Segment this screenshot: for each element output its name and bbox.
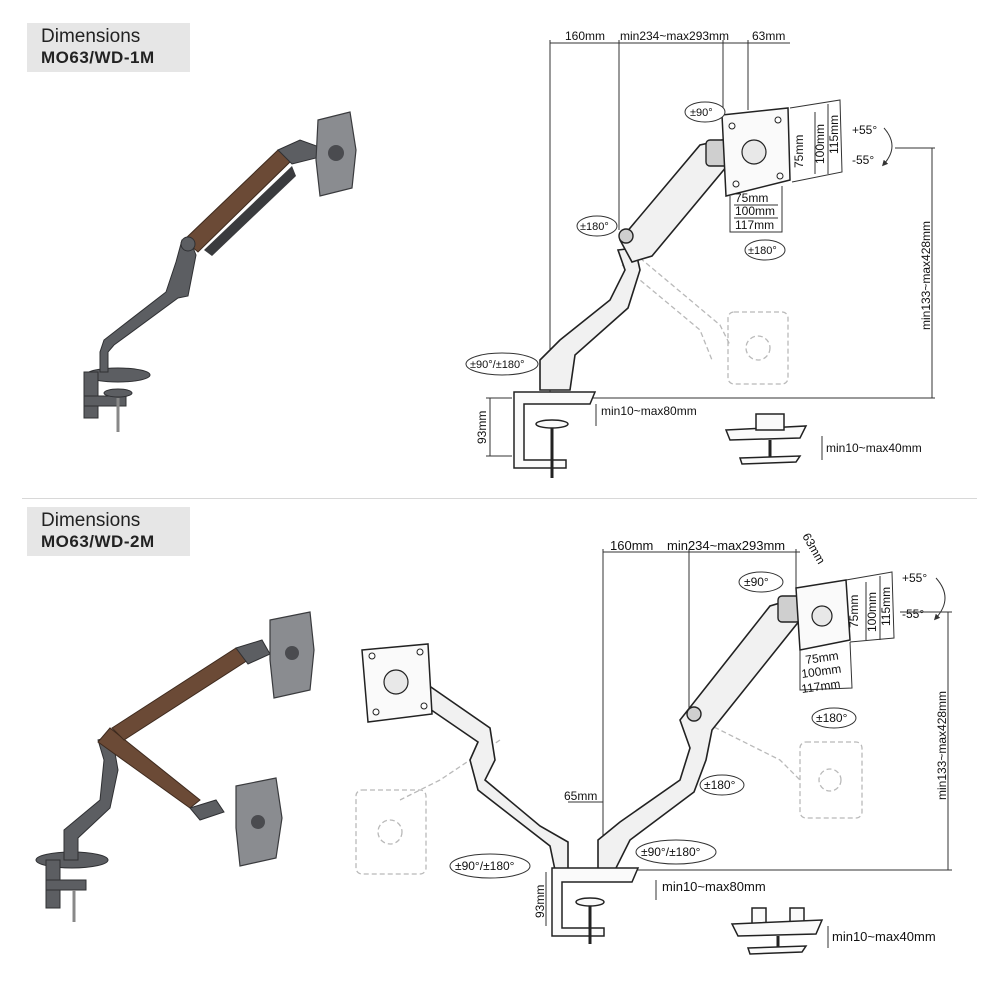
dim2-offset-63: 63mm <box>799 531 828 567</box>
label-tilt-up: +55° <box>852 123 877 137</box>
dim2-desk-clamp-range: min10~max80mm <box>662 879 766 894</box>
dim2-pole-65: 65mm <box>564 789 597 803</box>
dual-desk-clamp <box>551 867 640 937</box>
dim2-vesa-w-100: 100mm <box>800 662 842 681</box>
label-tilt-down: -55° <box>852 153 874 167</box>
product-photo-dual-arm <box>35 611 315 922</box>
dim-width-160: 160mm <box>565 29 605 43</box>
label-swivel-90: ±90° <box>690 107 713 119</box>
desk-clamp <box>513 391 597 469</box>
dim-vesa-h-75: 75mm <box>792 135 806 168</box>
section-divider <box>22 498 977 499</box>
dim2-width-160: 160mm <box>610 538 653 553</box>
label-base-rotate: ±90°/±180° <box>470 359 525 371</box>
dual-grommet-base <box>730 919 824 937</box>
dim-vesa-w-117: 117mm <box>735 218 774 232</box>
dim-clamp-height: 93mm <box>475 411 489 444</box>
dim-desk-clamp-range: min10~max80mm <box>601 404 697 418</box>
section1-model-name: MO63/WD-1M <box>41 48 155 67</box>
label2-rotate-180: ±180° <box>816 711 848 725</box>
label2-tilt-up: +55° <box>902 571 927 585</box>
section2-model-name: MO63/WD-2M <box>41 532 155 551</box>
label2-base-rotate-right: ±90°/±180° <box>641 845 701 859</box>
dim-vesa-w-75: 75mm <box>735 191 768 205</box>
dim2-vesa-h-75: 75mm <box>847 595 861 628</box>
dim2-vesa-w-117: 117mm <box>800 677 841 696</box>
section1-title-line1: Dimensions <box>41 26 141 47</box>
dim-height: min133~max428mm <box>919 221 933 330</box>
dim2-vesa-w-75: 75mm <box>804 648 839 667</box>
label-rotate-180: ±180° <box>748 245 777 257</box>
section1-title: Dimensions MO63/WD-1M <box>27 23 190 72</box>
label2-elbow-rotate-180: ±180° <box>704 778 736 792</box>
dim2-clamp-height: 93mm <box>533 885 547 918</box>
product-photo-single-arm <box>83 111 357 432</box>
dim-vesa-h-100: 100mm <box>813 124 827 164</box>
dim2-reach: min234~max293mm <box>667 538 785 553</box>
single-arm-technical-drawing: 160mm min234~max293mm 63mm 75mm 100mm 11… <box>465 29 935 478</box>
dual-arm-technical-drawing: 160mm min234~max293mm 63mm 75mm 100mm 11… <box>355 531 952 955</box>
dim-reach: min234~max293mm <box>620 29 729 43</box>
label2-base-rotate-left: ±90°/±180° <box>455 859 515 873</box>
label2-swivel-90: ±90° <box>744 575 769 589</box>
right-arm <box>597 599 801 871</box>
dim2-grommet-range: min10~max40mm <box>832 929 936 944</box>
dim2-vesa-h-100: 100mm <box>865 592 879 632</box>
dim2-height: min133~max428mm <box>935 691 949 800</box>
label2-tilt-down: -55° <box>902 607 924 621</box>
dim-grommet-range: min10~max40mm <box>826 441 922 455</box>
label-elbow-rotate-180: ±180° <box>580 221 609 233</box>
dim-offset-63: 63mm <box>752 29 785 43</box>
section2-title: Dimensions MO63/WD-2M <box>27 507 190 556</box>
dim2-vesa-h-115: 115mm <box>879 587 893 626</box>
section2-title-line1: Dimensions <box>41 510 141 531</box>
dim-vesa-w-100: 100mm <box>735 204 775 218</box>
dim-vesa-h-115: 115mm <box>827 115 841 154</box>
lower-arm <box>539 247 641 391</box>
